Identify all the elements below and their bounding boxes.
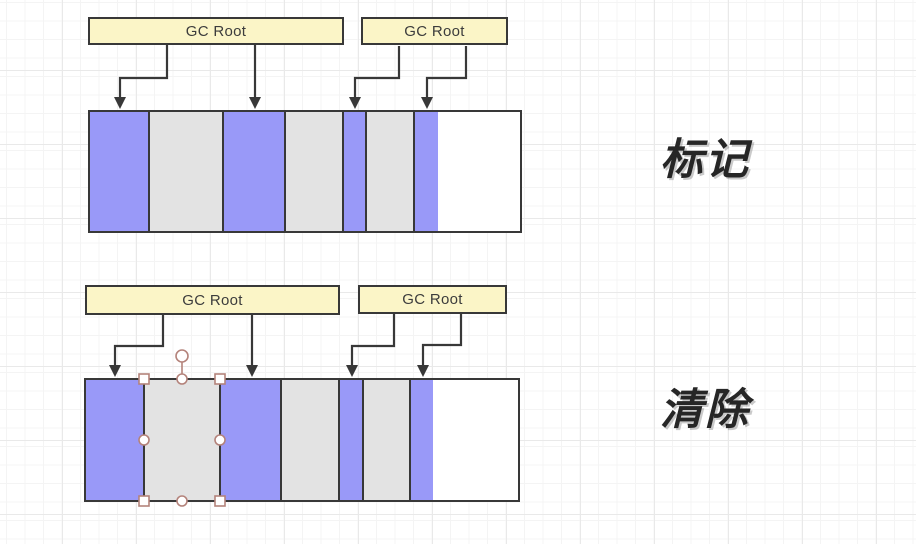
gc-root-pointer-arrow[interactable] bbox=[249, 45, 261, 109]
gc-root-pointer-arrow[interactable] bbox=[421, 46, 468, 109]
gc-root-label: GC Root bbox=[185, 22, 247, 40]
heap-segment-free[interactable] bbox=[433, 380, 518, 500]
heap-segment-live[interactable] bbox=[86, 380, 145, 500]
phase-label-sweep[interactable]: 清除 bbox=[660, 386, 750, 434]
heap-segment-dead[interactable] bbox=[280, 380, 340, 500]
heap-segment-live[interactable] bbox=[219, 380, 282, 500]
heap-segment-live[interactable] bbox=[342, 112, 367, 231]
heap-segment-live[interactable] bbox=[338, 380, 364, 500]
heap-segment-live[interactable] bbox=[222, 112, 286, 231]
phase-label-mark[interactable]: 标记 bbox=[660, 136, 750, 184]
gc-root-pointer-arrow[interactable] bbox=[246, 315, 258, 377]
gc-root-pointer-arrow[interactable] bbox=[346, 314, 396, 377]
heap-segment-dead[interactable] bbox=[365, 112, 415, 231]
gc-root-pointer-arrow[interactable] bbox=[417, 314, 463, 377]
rotation-handle[interactable] bbox=[175, 349, 189, 363]
gc-root-pointer-arrow[interactable] bbox=[349, 46, 401, 109]
gc-root-pointer-arrow[interactable] bbox=[109, 315, 165, 377]
gc-root-label-box[interactable]: GC Root bbox=[358, 285, 507, 314]
gc-root-box[interactable]: GC Root bbox=[88, 17, 344, 45]
heap-segment-live[interactable] bbox=[90, 112, 150, 231]
heap-segment-dead-selected[interactable] bbox=[143, 380, 221, 500]
gc-root-pointer-arrow[interactable] bbox=[114, 45, 169, 109]
heap-segment-dead[interactable] bbox=[148, 112, 224, 231]
heap-segment-live[interactable] bbox=[413, 112, 440, 231]
gc-root-box[interactable]: GC Root bbox=[361, 17, 508, 45]
heap-bar-mark[interactable] bbox=[88, 110, 522, 233]
gc-root-label: GC Root bbox=[402, 291, 463, 308]
gc-root-label: GC Root bbox=[404, 22, 465, 40]
heap-segment-dead[interactable] bbox=[284, 112, 344, 231]
gc-root-label: GC Root bbox=[182, 291, 243, 309]
heap-bar-sweep[interactable] bbox=[84, 378, 520, 502]
gc-root-box[interactable]: GC Root bbox=[85, 285, 340, 315]
heap-segment-live[interactable] bbox=[409, 380, 435, 500]
heap-segment-dead[interactable] bbox=[362, 380, 411, 500]
heap-segment-free[interactable] bbox=[438, 112, 520, 231]
